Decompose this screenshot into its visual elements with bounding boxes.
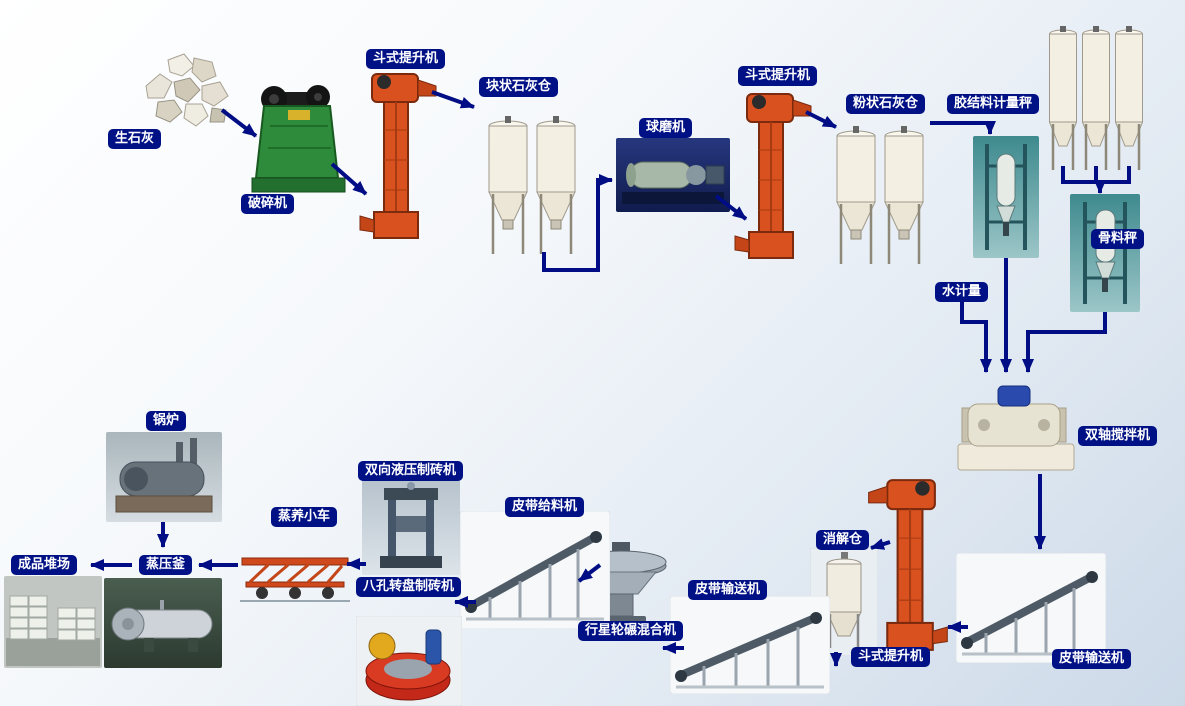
label-aggregate-scale: 骨料秤 bbox=[1091, 229, 1145, 249]
boiler-image bbox=[106, 432, 222, 522]
label-block-lime-silo: 块状石灰仓 bbox=[479, 77, 559, 97]
label-bucket-elevator-2: 斗式提升机 bbox=[738, 66, 818, 86]
ball-mill-image bbox=[616, 138, 730, 212]
label-bucket-elevator-1: 斗式提升机 bbox=[366, 49, 446, 69]
quicklime-image bbox=[138, 48, 238, 132]
label-crusher: 破碎机 bbox=[241, 194, 295, 214]
label-bucket-elevator-3: 斗式提升机 bbox=[851, 647, 931, 667]
label-hydraulic-brick-machine: 双向液压制砖机 bbox=[358, 461, 464, 481]
rotary-brick-machine-image bbox=[356, 616, 462, 706]
binder-scale-image bbox=[973, 136, 1039, 258]
block-lime-silo-image bbox=[484, 110, 580, 262]
label-finished-product-yard: 成品堆场 bbox=[11, 555, 78, 575]
bucket-elevator-3-image bbox=[866, 476, 952, 654]
aggregate-scale-image bbox=[1070, 194, 1140, 312]
belt-conveyor-2-image bbox=[670, 596, 830, 694]
arrow-aggregate-scale-to-mixer bbox=[1022, 312, 1107, 373]
bucket-elevator-1-image bbox=[356, 70, 438, 242]
label-planetary-wheel-mixer: 行星轮碾混合机 bbox=[578, 621, 684, 641]
autoclave-image bbox=[104, 578, 222, 668]
label-slaking-silo: 消解仓 bbox=[816, 530, 870, 550]
label-rotary-brick-machine: 八孔转盘制砖机 bbox=[356, 577, 462, 597]
label-steam-curing-trolley: 蒸养小车 bbox=[271, 507, 338, 527]
label-boiler: 锅炉 bbox=[146, 411, 187, 431]
belt-conveyor-1-image bbox=[956, 553, 1106, 663]
label-quicklime: 生石灰 bbox=[108, 129, 162, 149]
hydraulic-brick-machine-image bbox=[362, 478, 460, 575]
finished-product-yard-image bbox=[4, 576, 102, 668]
label-belt-conveyor-2: 皮带输送机 bbox=[688, 580, 768, 600]
twin-shaft-mixer-image bbox=[950, 380, 1082, 474]
bucket-elevator-2-image bbox=[731, 90, 813, 262]
label-belt-conveyor-1: 皮带输送机 bbox=[1052, 649, 1132, 669]
steam-curing-trolley-image bbox=[238, 546, 352, 606]
label-twin-shaft-mixer: 双轴搅拌机 bbox=[1078, 426, 1158, 446]
crusher-image bbox=[250, 82, 348, 200]
arrow-powder-silo-to-binder-scale bbox=[930, 121, 996, 135]
powder-lime-silo-image bbox=[832, 120, 928, 272]
belt-feeder-image bbox=[460, 511, 610, 629]
arrow-water-to-mixer bbox=[960, 302, 992, 373]
label-powder-lime-silo: 粉状石灰仓 bbox=[846, 94, 926, 114]
label-belt-feeder: 皮带给料机 bbox=[505, 497, 585, 517]
label-binder-metering-scale: 胶结料计量秤 bbox=[947, 94, 1040, 114]
label-autoclave: 蒸压釜 bbox=[139, 555, 193, 575]
aggregate-silos-image bbox=[1046, 22, 1146, 180]
label-water-metering: 水计量 bbox=[935, 282, 989, 302]
label-ball-mill: 球磨机 bbox=[639, 118, 693, 138]
arrow-elevator1-to-block-silo bbox=[431, 90, 475, 109]
